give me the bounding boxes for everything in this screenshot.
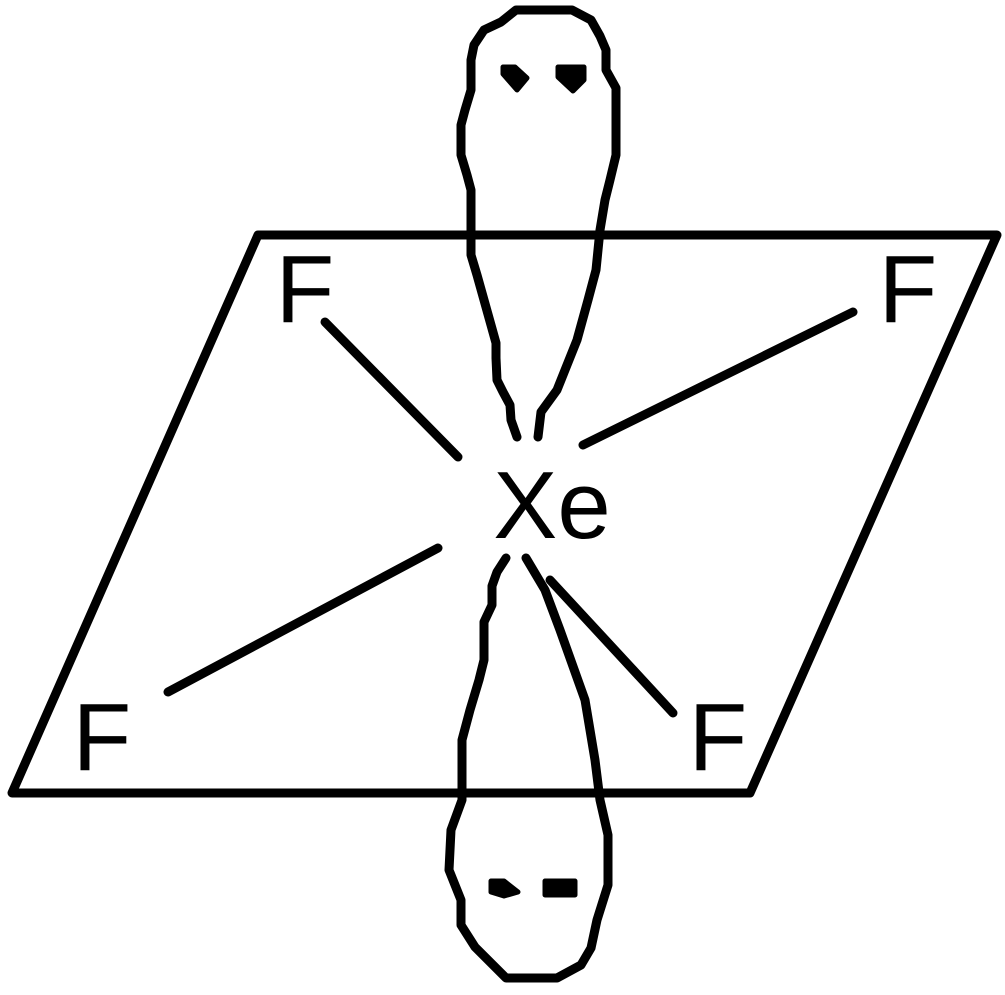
fluorine-atom-bottom-right: F bbox=[689, 684, 748, 791]
lone-pair-electron bbox=[555, 64, 587, 94]
fluorine-atom-top-left: F bbox=[276, 236, 335, 343]
lone-pair-electron bbox=[542, 878, 578, 898]
top-lone-pair-lobe bbox=[456, 5, 621, 442]
molecular-plane bbox=[7, 230, 1002, 798]
bond-top-right bbox=[578, 307, 858, 450]
bottom-lone-pair-lobe bbox=[444, 553, 613, 983]
lone-pair-electron bbox=[488, 878, 521, 899]
bond-top-left bbox=[320, 317, 463, 462]
bond-bottom-right bbox=[545, 575, 678, 718]
central-atom-xe: Xe bbox=[493, 452, 610, 559]
bond-bottom-left bbox=[163, 543, 443, 697]
fluorine-atom-bottom-left: F bbox=[73, 684, 132, 791]
lone-pair-electron bbox=[500, 64, 530, 93]
fluorine-atom-top-right: F bbox=[879, 236, 938, 343]
